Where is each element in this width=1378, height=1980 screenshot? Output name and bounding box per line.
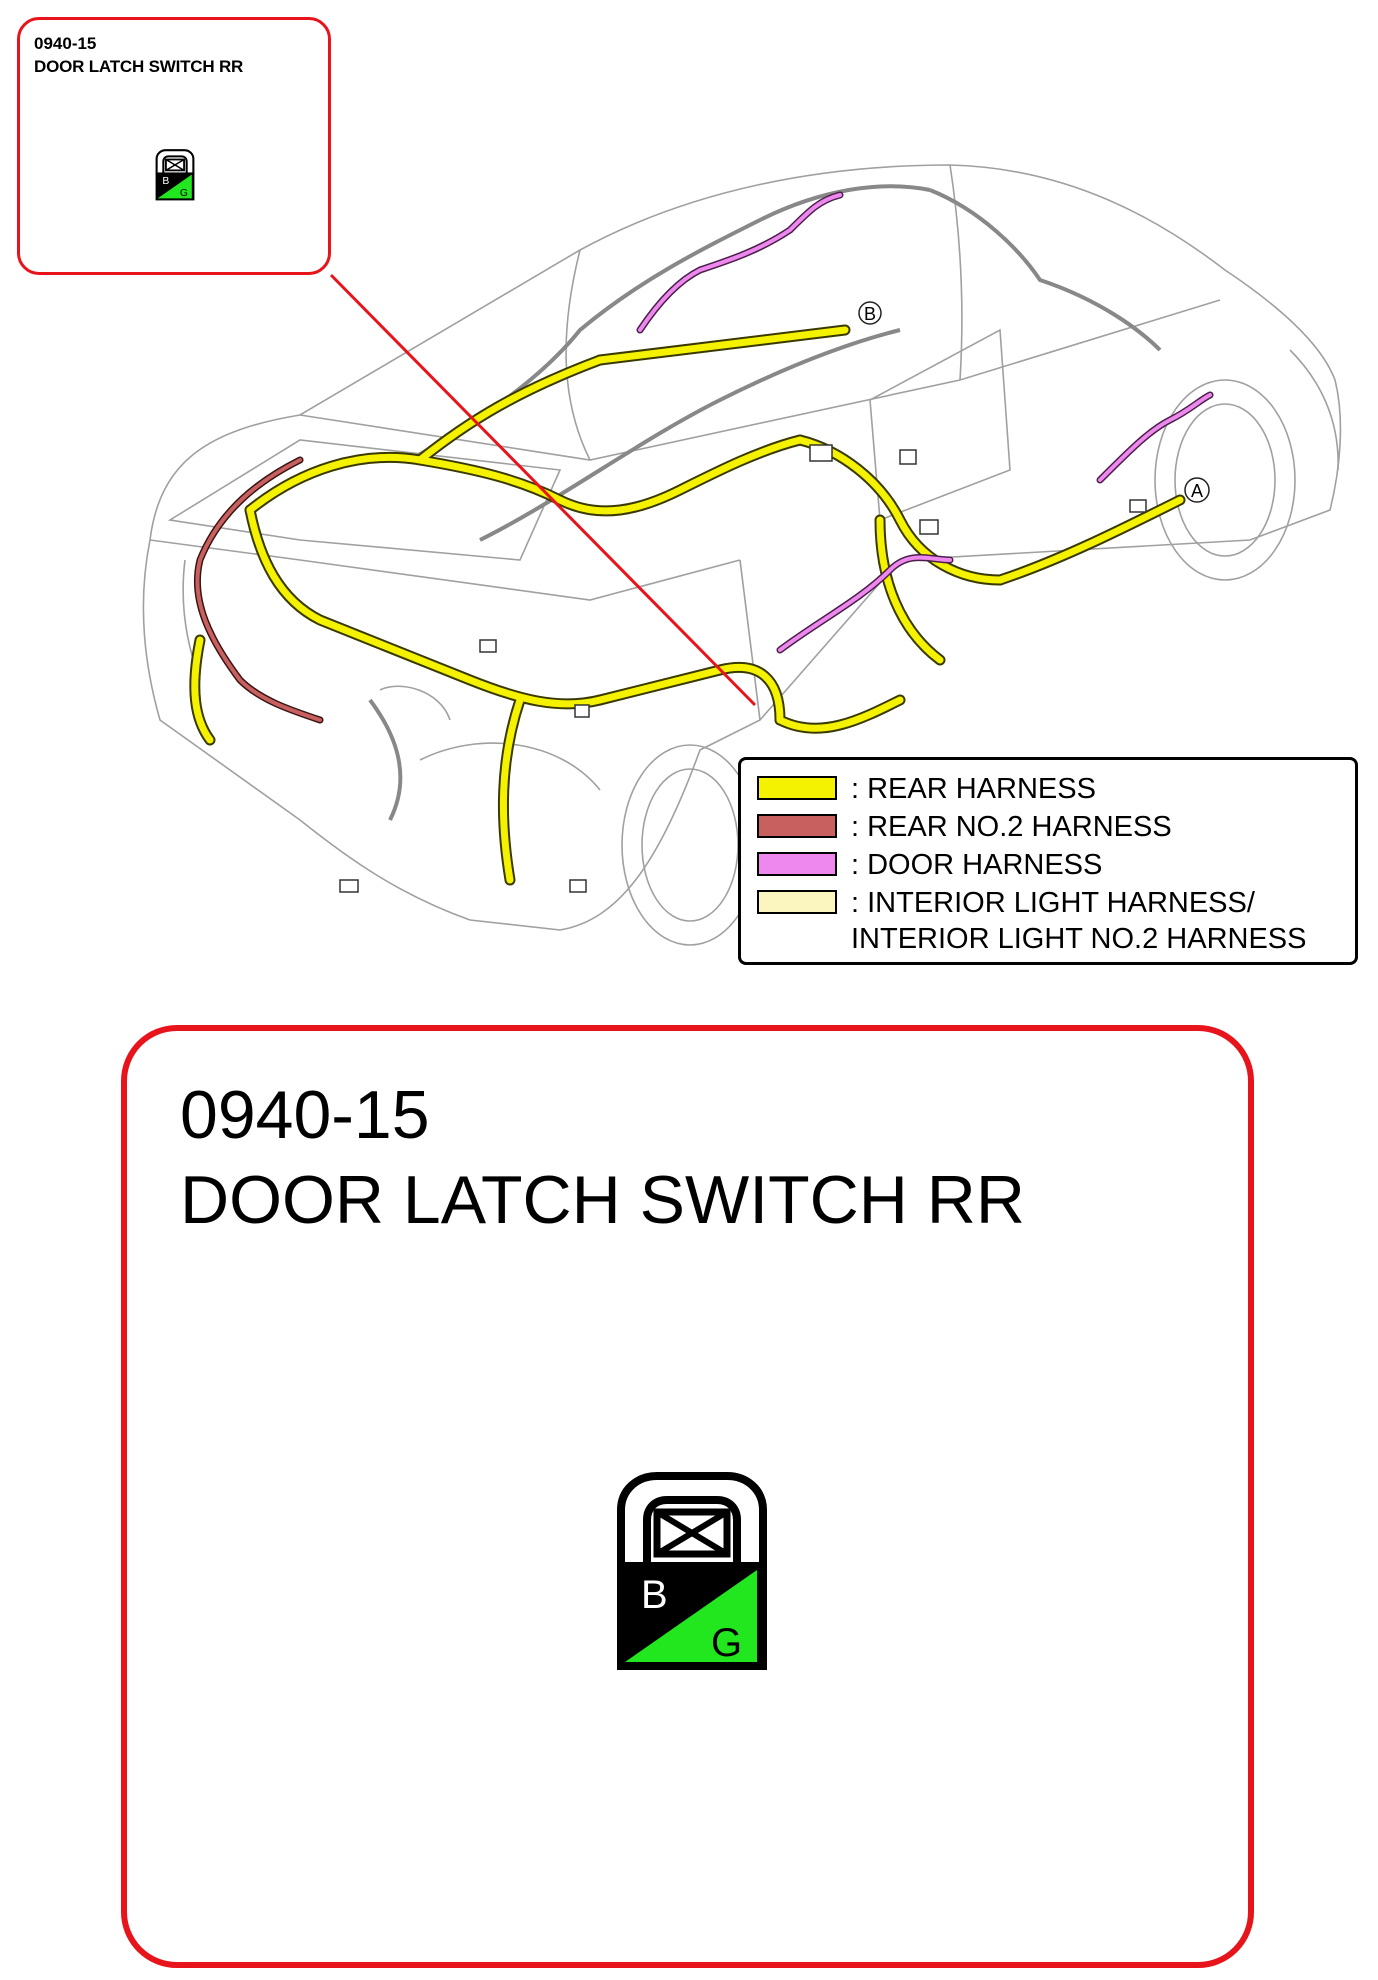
connector-code-large: 0940-15 [180,1077,430,1153]
legend-swatch [757,814,837,838]
harness-layout-diagram: B A [142,164,1342,946]
pin-label-g-small: G [180,188,188,199]
connector-name-large: DOOR LATCH SWITCH RR [180,1162,1025,1238]
harness-legend: : REAR HARNESS : REAR NO.2 HARNESS : DOO… [738,757,1358,965]
legend-label: : INTERIOR LIGHT HARNESS/ [851,887,1255,919]
connector-face-icon-large: B G [617,1472,767,1670]
legend-swatch [757,890,837,914]
connector-code-small: 0940-15 [34,34,97,53]
connector-face-icon-small: B G [155,149,195,201]
connector-callout-large: 0940-15 DOOR LATCH SWITCH RR B G [121,1025,1254,1968]
interior-light-harness [368,184,1162,821]
pin-label-b-small: B [162,176,169,187]
callout-letter-a: A [1191,481,1203,501]
callout-marker-a: A [1184,477,1210,503]
pin-label-g: G [711,1621,742,1665]
callout-marker-b: B [858,301,882,325]
legend-swatch [757,852,837,876]
callout-letter-b: B [864,304,876,324]
legend-label: : DOOR HARNESS [851,849,1103,881]
connector-callout-small: 0940-15 DOOR LATCH SWITCH RR B G [17,17,331,275]
callout-leader-line [329,273,757,707]
legend-label-continuation: INTERIOR LIGHT NO.2 HARNESS [851,923,1307,955]
legend-swatch [757,776,837,800]
connector-blocks [339,444,1147,893]
connector-name-small: DOOR LATCH SWITCH RR [34,57,244,76]
pin-label-b: B [641,1573,668,1617]
legend-label: : REAR HARNESS [851,773,1096,805]
legend-label: : REAR NO.2 HARNESS [851,811,1172,843]
